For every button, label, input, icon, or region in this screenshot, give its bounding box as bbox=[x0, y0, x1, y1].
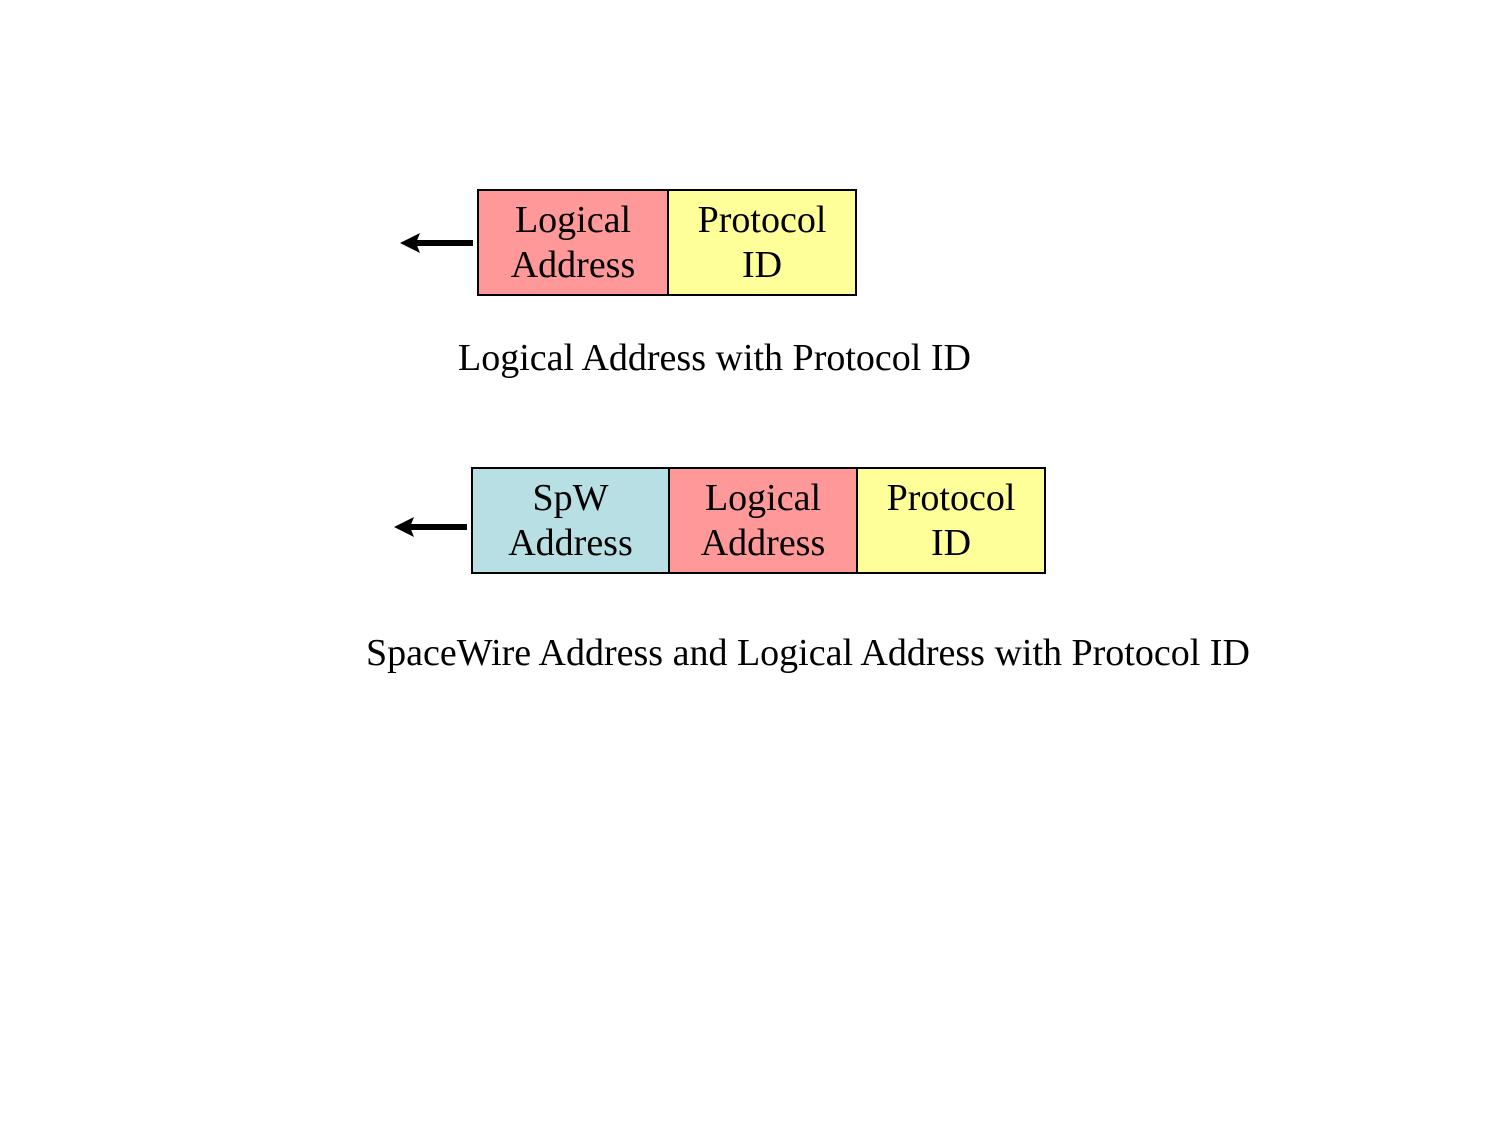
field-label-line2: Address bbox=[510, 243, 636, 286]
left-arrow-icon bbox=[394, 517, 467, 537]
field-label-line1: SpW bbox=[532, 476, 609, 519]
field-label-line2: Address bbox=[508, 521, 633, 564]
field-label-line1: Protocol bbox=[886, 476, 1016, 519]
field-label-line2: ID bbox=[741, 243, 783, 286]
field-label-line1: Protocol bbox=[697, 198, 827, 241]
field-protocol-id: Protocol ID bbox=[667, 191, 855, 294]
caption-2: SpaceWire Address and Logical Address wi… bbox=[366, 632, 1250, 674]
field-protocol-id: Protocol ID bbox=[856, 469, 1044, 572]
field-spw-address: SpW Address bbox=[473, 469, 668, 572]
left-arrow-icon bbox=[400, 233, 473, 253]
field-logical-address: Logical Address bbox=[479, 191, 667, 294]
field-label-line1: Logical bbox=[514, 198, 632, 241]
caption-1: Logical Address with Protocol ID bbox=[458, 337, 971, 379]
field-label-line2: ID bbox=[930, 521, 972, 564]
field-logical-address: Logical Address bbox=[668, 469, 856, 572]
packet-header-2: SpW Address Logical Address Protocol ID bbox=[471, 467, 1046, 574]
field-label-line1: Logical bbox=[704, 476, 822, 519]
packet-header-1: Logical Address Protocol ID bbox=[477, 189, 857, 296]
field-label-line2: Address bbox=[700, 521, 826, 564]
